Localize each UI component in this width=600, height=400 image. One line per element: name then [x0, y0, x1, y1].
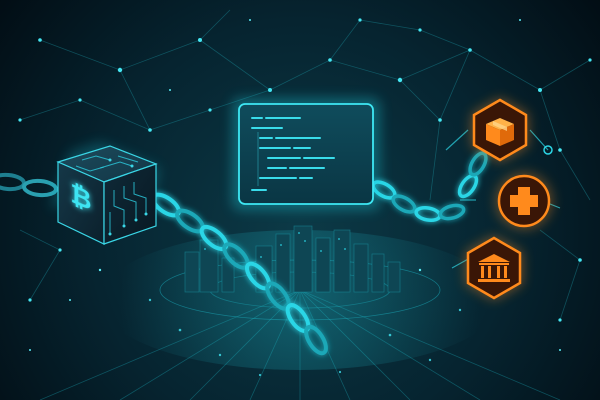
- skyline-windows: [204, 232, 346, 258]
- network-mesh: [19, 9, 591, 321]
- network-nodes: [18, 18, 592, 322]
- package-icon: [486, 118, 514, 146]
- bank-icon: [478, 254, 510, 282]
- medical-hexagon: [496, 173, 552, 229]
- svg-text:₿: ₿: [70, 178, 91, 217]
- circuit-pattern: [75, 155, 147, 234]
- ambient-particles: [29, 19, 561, 351]
- package-hexagon: [472, 98, 528, 162]
- chain-left: [0, 172, 58, 198]
- cube-side-face: [103, 163, 157, 245]
- bitcoin-block-cube: ₿: [50, 142, 160, 245]
- bank-hexagon: [466, 236, 522, 300]
- circuit-dots: [108, 158, 148, 236]
- code-panel: [232, 98, 380, 210]
- code-lines: [251, 117, 335, 191]
- bitcoin-icon: ₿: [70, 178, 91, 217]
- connector-node-icon: [543, 145, 553, 155]
- floor-particles: [148, 298, 462, 377]
- medical-cross-icon: [510, 187, 538, 215]
- chain-main: [151, 192, 328, 356]
